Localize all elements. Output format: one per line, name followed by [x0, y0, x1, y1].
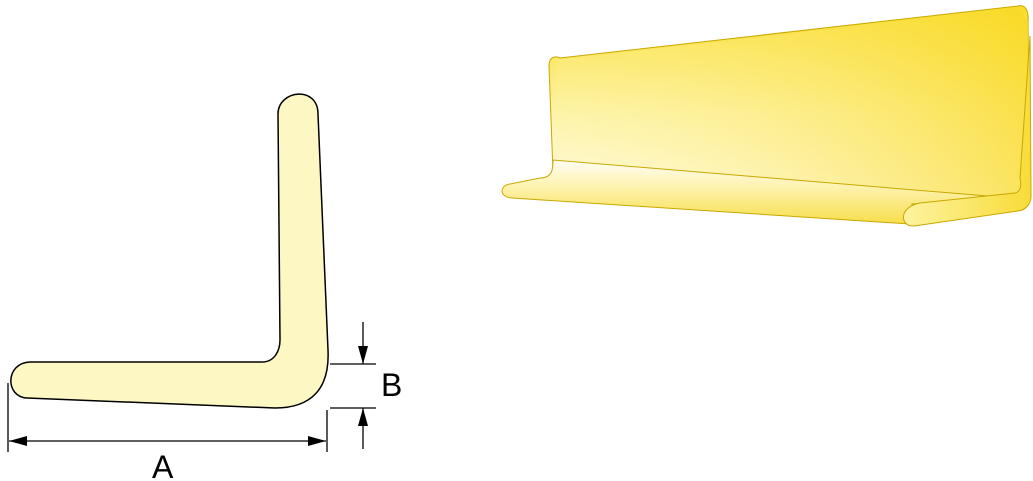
dimension-a-arrow-left: [9, 436, 27, 446]
angle-profile-3d: [501, 5, 1032, 227]
dimension-b-arrow-top: [358, 346, 368, 364]
dimension-a-label: A: [152, 449, 174, 481]
angle-cross-section: [10, 93, 329, 409]
profile-3d-end-cap: [903, 35, 1032, 227]
profile-3d-vertical-shade: [553, 8, 1030, 204]
dimension-a-arrow-right: [308, 436, 326, 446]
dimension-b: B: [330, 322, 402, 449]
dimension-b-arrow-bottom: [358, 408, 368, 426]
dimension-b-label: B: [381, 367, 402, 403]
dimension-a: A: [7, 383, 328, 481]
